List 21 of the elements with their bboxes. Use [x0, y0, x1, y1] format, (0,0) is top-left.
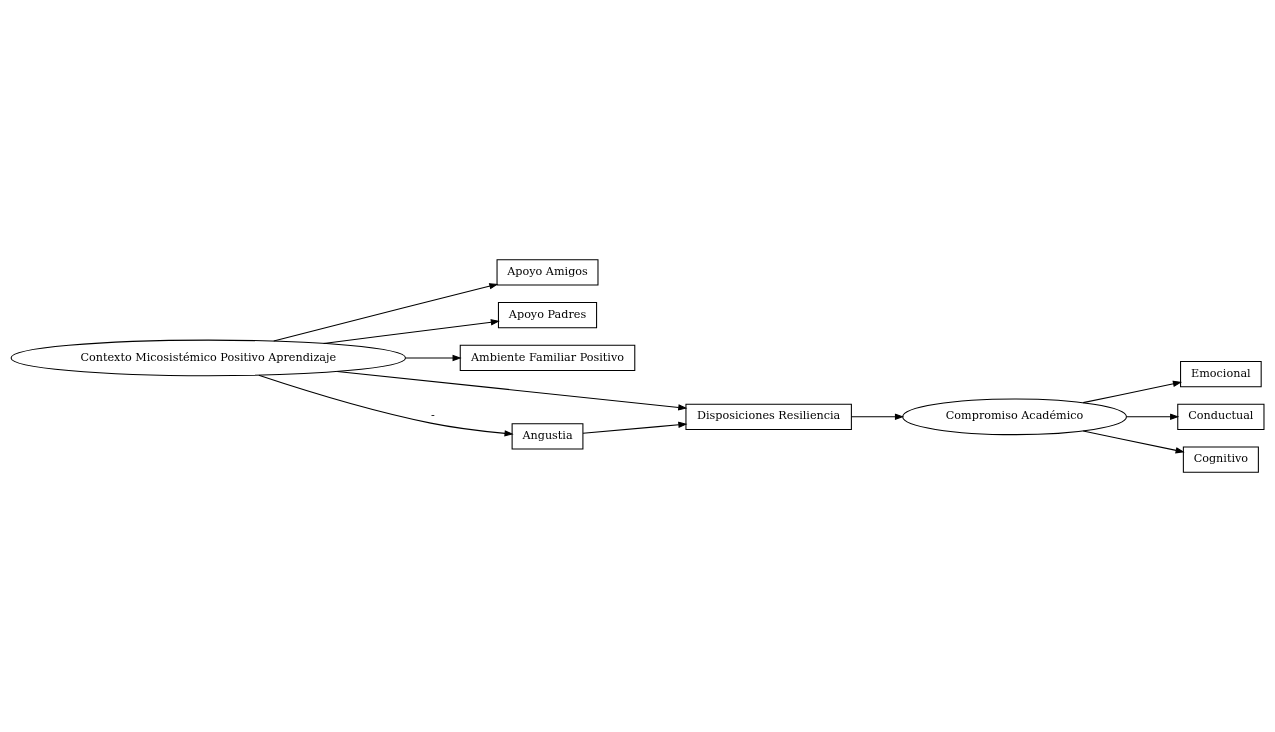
arrow: [258, 374, 514, 437]
node-box: Angustia: [511, 423, 584, 450]
node-box: Disposiciones Resiliencia: [685, 403, 852, 430]
node-box: Apoyo Amigos: [496, 259, 599, 286]
arrow: [1082, 380, 1183, 404]
arrow: [273, 283, 499, 342]
arrow: [850, 413, 905, 420]
arrow: [405, 354, 462, 362]
arrow: [336, 370, 688, 411]
arrow: [1126, 413, 1180, 420]
node-box: Cognitivo: [1182, 446, 1259, 473]
node-box: Conductual: [1177, 403, 1265, 430]
edge-label: -: [431, 409, 435, 423]
node-ellipse: Compromiso Académico: [902, 398, 1127, 436]
node-box: Ambiente Familiar Positivo: [459, 344, 636, 372]
arrow: [1082, 430, 1185, 454]
node-box: Apoyo Padres: [497, 302, 598, 329]
node-ellipse: Contexto Micosistémico Positivo Aprendizaje: [10, 339, 407, 377]
arrow: [582, 421, 688, 434]
node-box: Emocional: [1180, 360, 1262, 388]
arrow: [323, 319, 500, 344]
